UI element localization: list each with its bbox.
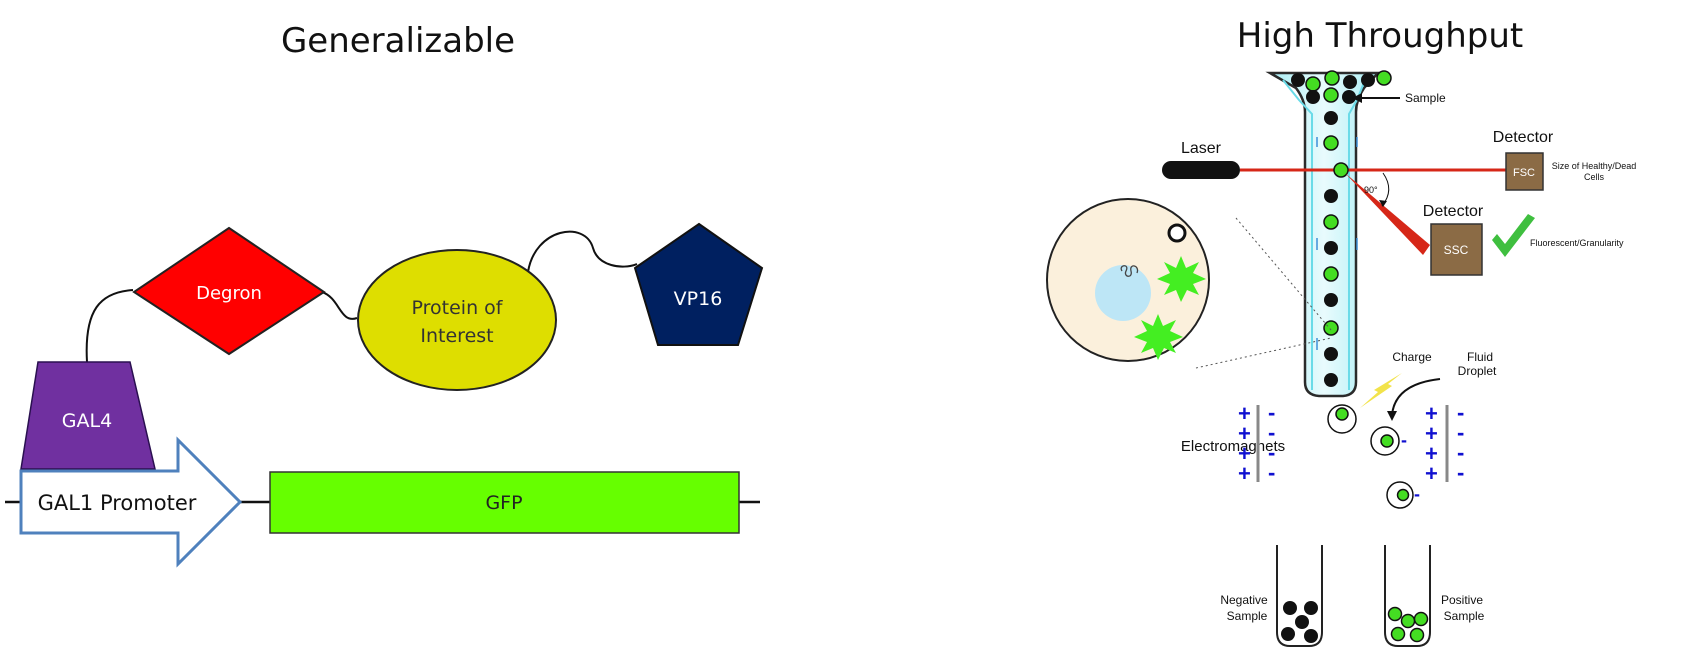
left-minus-2: -: [1268, 420, 1275, 445]
vp16-label: VP16: [674, 288, 723, 310]
promoter-label: GAL1 Promoter: [38, 491, 197, 515]
droplet-minus-2: -: [1414, 484, 1420, 504]
flow-arrows: [1316, 137, 1358, 350]
charge-bolt-icon: [1360, 373, 1402, 408]
cell-nucleus: [1095, 265, 1151, 321]
linker-protein-vp16: [527, 230, 638, 273]
checkmark-icon: [1492, 214, 1535, 257]
protein-label-line1: Protein of: [412, 297, 504, 319]
positive-cells: [1387, 606, 1429, 643]
degron-shape: [132, 226, 326, 356]
left-panel: Generalizable GAL4 Degron Protein of Int…: [5, 21, 764, 568]
positive-label-line2: Sample: [1444, 609, 1485, 623]
linker-degron-protein: [321, 291, 358, 320]
degron-label: Degron: [196, 283, 262, 304]
right-minus-4: -: [1457, 460, 1464, 485]
laser-source: [1162, 161, 1240, 179]
negative-label-line2: Sample: [1227, 609, 1268, 623]
flow-inner-right: [1348, 79, 1366, 390]
right-plus-2: +: [1425, 421, 1438, 446]
right-minus-1: -: [1457, 400, 1464, 425]
left-minus-4: -: [1268, 460, 1275, 485]
droplets: [1327, 404, 1414, 572]
detector-side-label: Detector: [1423, 203, 1484, 220]
sample-cells: [1291, 70, 1392, 387]
left-plus-2: +: [1238, 421, 1251, 446]
dna-squiggle: [1120, 265, 1139, 277]
zoom-line-bottom: [1195, 337, 1332, 369]
ssc-detector: [1430, 223, 1483, 276]
angle-arrowhead: [1379, 200, 1387, 207]
right-plus-1: +: [1425, 401, 1438, 426]
fsc-desc-line2: Cells: [1584, 172, 1605, 182]
right-title: High Throughput: [1237, 16, 1523, 56]
charge-label: Charge: [1392, 350, 1432, 364]
ssc-desc: Fluorescent/Granularity: [1530, 238, 1624, 248]
vp16-shape: [633, 222, 764, 346]
right-minus-3: -: [1457, 440, 1464, 465]
left-plus-3: +: [1238, 441, 1251, 466]
right-minus-2: -: [1457, 420, 1464, 445]
detector-top-label: Detector: [1493, 129, 1554, 146]
gfp-box: [269, 471, 740, 534]
laser-label: Laser: [1181, 140, 1222, 157]
gal4-label: GAL4: [62, 410, 112, 432]
protein-shape: [357, 249, 557, 391]
gfp-burst-1: [1157, 256, 1206, 302]
right-panel: High Throughput: [1046, 16, 1637, 647]
fsc-label: FSC: [1513, 167, 1535, 179]
negative-cells: [1281, 601, 1318, 643]
right-plus-3: +: [1425, 441, 1438, 466]
fluid-arrow: [1391, 378, 1441, 416]
left-minus-3: -: [1268, 440, 1275, 465]
fluid-arrowhead: [1387, 411, 1397, 421]
gfp-label: GFP: [485, 492, 522, 514]
negative-label-line1: Negative: [1220, 593, 1268, 607]
left-plus-1: +: [1238, 401, 1251, 426]
linker-gal4-degron: [85, 289, 134, 363]
protein-label-line2: Interest: [420, 325, 493, 347]
sample-label: Sample: [1405, 91, 1446, 105]
negative-tube: [1276, 545, 1323, 647]
angle-label: 90°: [1364, 185, 1378, 195]
fsc-detector: [1505, 152, 1544, 191]
droplet-minus-1: -: [1401, 430, 1407, 450]
side-scatter-beam: [1345, 173, 1430, 255]
gal4-shape: [20, 361, 156, 470]
ssc-label: SSC: [1444, 243, 1469, 257]
left-plus-4: +: [1238, 461, 1251, 486]
right-plus-4: +: [1425, 461, 1438, 486]
fluid-label-line2: Droplet: [1458, 364, 1497, 378]
flow-inner-left: [1282, 79, 1313, 390]
left-minus-1: -: [1268, 400, 1275, 425]
interrogated-cell: [1333, 162, 1349, 178]
flow-nozzle: [1265, 71, 1381, 398]
fsc-desc-line1: Size of Healthy/Dead: [1552, 161, 1637, 171]
sample-arrowhead: [1352, 93, 1362, 103]
fluid-label-line1: Fluid: [1467, 350, 1493, 364]
positive-label-line1: Positive: [1441, 593, 1483, 607]
left-title: Generalizable: [281, 21, 515, 61]
cell-vesicle: [1167, 223, 1187, 243]
promoter-arrow: [19, 436, 243, 568]
electromagnet-charges: + + + + - - - - + + + + - - - -: [1238, 400, 1464, 486]
gfp-burst-2: [1134, 314, 1183, 360]
